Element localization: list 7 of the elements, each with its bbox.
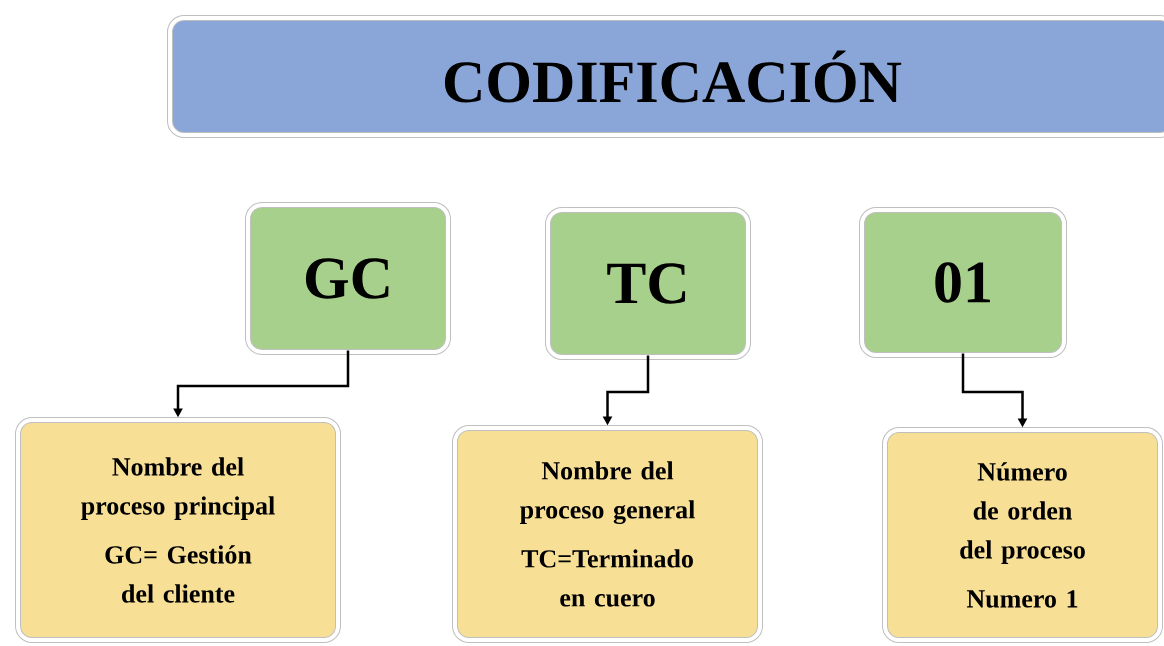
code-box: GC xyxy=(245,202,451,355)
description-box: Nombre del proceso principal GC= Gestión del cliente xyxy=(15,417,341,643)
code-box: TC xyxy=(545,207,751,360)
code-box: 01 xyxy=(859,207,1067,358)
description-box: Nombre del proceso general TC=Terminado en cuero xyxy=(452,425,763,643)
title-banner: CODIFICACIÓN xyxy=(167,15,1164,138)
description-box: Número de orden del proceso Numero 1 xyxy=(882,427,1163,643)
